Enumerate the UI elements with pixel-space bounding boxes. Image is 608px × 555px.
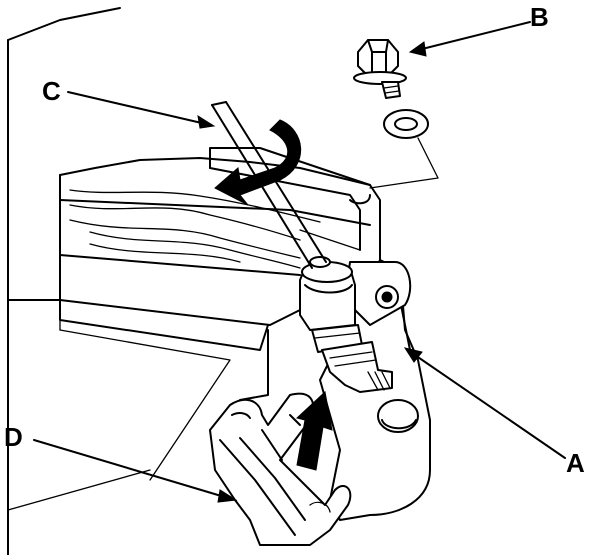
callout-label-a: A xyxy=(566,448,585,478)
rear-bracket xyxy=(209,147,381,261)
sensor-a xyxy=(299,256,412,393)
tool-c xyxy=(211,101,327,269)
up-arrow-icon xyxy=(295,391,333,471)
callout-label-b: B xyxy=(530,2,549,32)
housing-body xyxy=(7,7,371,555)
callout-label-d: D xyxy=(4,422,23,452)
leader-lines xyxy=(33,21,566,503)
bolt-b xyxy=(353,39,439,189)
callout-label-c: C xyxy=(42,76,61,106)
